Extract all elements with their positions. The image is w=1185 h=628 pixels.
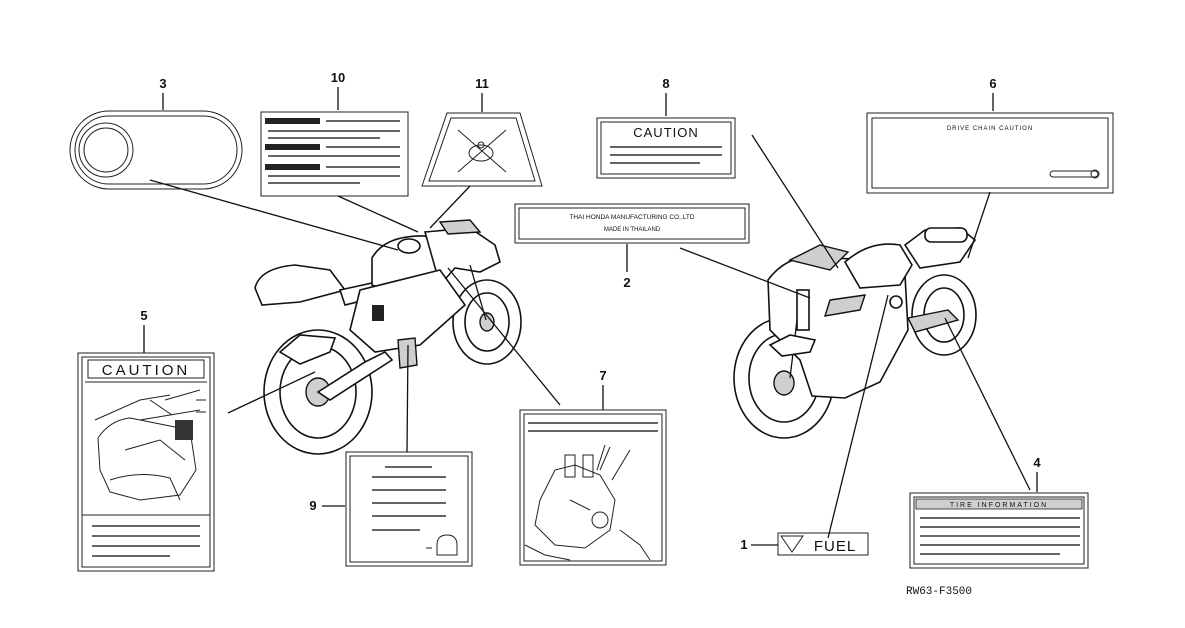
maker-plate: THAI HONDA MANUFACTURING CO.,LTD MADE IN… — [514, 203, 750, 244]
emblem-label — [421, 112, 543, 187]
callout-ticks — [143, 87, 1038, 546]
callout-4: 4 — [1033, 455, 1041, 470]
callout-3: 3 — [159, 76, 166, 91]
callout-9: 9 — [309, 498, 316, 513]
caution-5-heading: CAUTION — [102, 362, 191, 379]
maker-plate-line2: MADE IN THAILAND — [604, 227, 661, 233]
warning-text-label — [260, 111, 409, 197]
callout-11: 11 — [475, 76, 489, 91]
oval-label — [69, 110, 243, 190]
caution-label-8: CAUTION — [596, 117, 736, 179]
tire-information-label: TIRE INFORMATION — [909, 492, 1089, 569]
carburetor-illustration — [524, 444, 651, 561]
callout-10: 10 — [331, 70, 345, 85]
callout-2: 2 — [623, 275, 630, 290]
callout-6: 6 — [989, 76, 996, 91]
callout-1: 1 — [740, 537, 747, 552]
maker-plate-line1: THAI HONDA MANUFACTURING CO.,LTD — [569, 214, 694, 221]
callout-7: 7 — [599, 368, 606, 383]
drive-chain-heading: DRIVE CHAIN CAUTION — [947, 126, 1033, 132]
callout-5: 5 — [140, 308, 147, 323]
tire-info-heading: TIRE INFORMATION — [950, 502, 1048, 509]
fuel-label: FUEL — [777, 532, 869, 556]
motorcycle-left-view — [254, 219, 522, 455]
drive-chain-label: DRIVE CHAIN CAUTION — [866, 112, 1114, 194]
fuel-text: FUEL — [814, 538, 856, 555]
leader-lines — [149, 134, 1031, 539]
caution-label-5: CAUTION — [77, 352, 215, 572]
caution-8-heading: CAUTION — [633, 125, 699, 140]
carburetor-label — [519, 409, 667, 566]
caution-5-illustration — [94, 389, 206, 501]
figure-code: RW63-F3500 — [906, 586, 972, 598]
spec-label — [345, 451, 473, 567]
motorcycle-right-view — [733, 227, 977, 439]
callout-8: 8 — [662, 76, 669, 91]
